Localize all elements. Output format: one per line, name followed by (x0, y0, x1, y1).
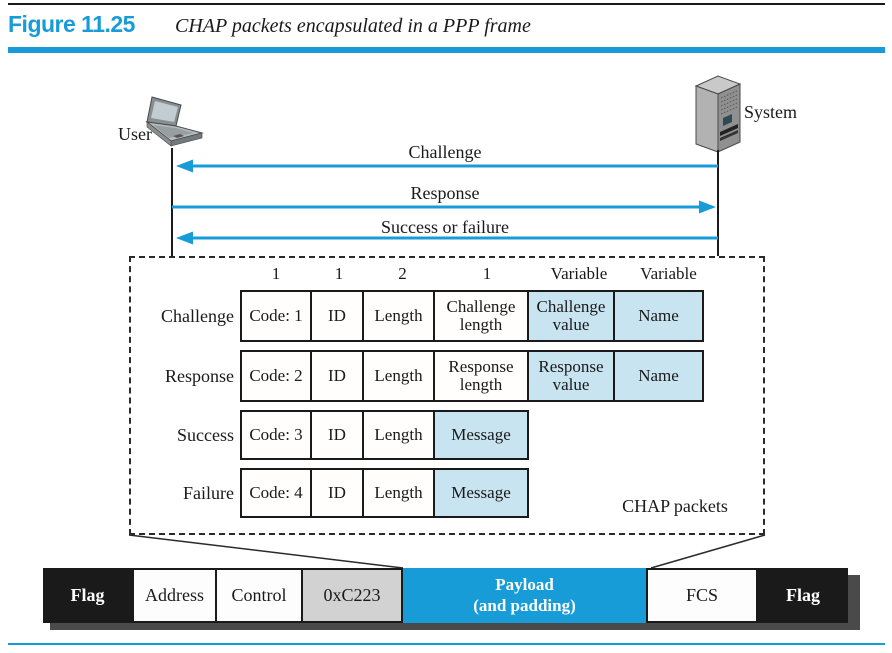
packet-row-response: Response Code: 2 ID Length Response leng… (134, 350, 704, 402)
packet-cell: Response length (433, 350, 529, 402)
challenge-arrowhead-icon (176, 159, 193, 173)
packet-cell: Length (362, 410, 435, 460)
packet-row-failure: Failure Code: 4 ID Length Message (134, 468, 529, 518)
frame-field-protocol: 0xC223 (301, 568, 403, 623)
size-header: 2 (398, 264, 407, 283)
packet-cell: Challenge length (433, 290, 529, 342)
packet-cell: Length (362, 468, 435, 518)
packet-cell: ID (310, 410, 364, 460)
payload-line2: (and padding) (473, 595, 576, 615)
success-failure-arrowhead-icon (176, 231, 193, 245)
system-label: System (744, 102, 798, 122)
figure-caption: CHAP packets encapsulated in a PPP frame (175, 15, 531, 37)
frame-field-payload: Payload (and padding) (403, 568, 646, 623)
packet-cell: Message (433, 468, 529, 518)
packet-cell: Length (362, 290, 435, 342)
response-message-label: Response (410, 183, 480, 203)
top-rule (8, 3, 885, 5)
laptop-icon (145, 96, 204, 147)
user-label: User (118, 124, 152, 144)
packet-cell: ID (310, 290, 364, 342)
server-tower-icon (694, 75, 742, 153)
size-header: Variable (640, 264, 697, 283)
frame-field-fcs: FCS (646, 568, 758, 623)
payload-connector-left (128, 534, 404, 569)
packet-cell: Response value (527, 350, 615, 402)
payload-connector-right (650, 534, 766, 569)
packet-row-label: Success (177, 424, 234, 445)
title-underline-bar (8, 47, 885, 53)
payload-line1: Payload (495, 575, 554, 595)
size-header: 1 (482, 264, 492, 283)
frame-field-flag-start: Flag (43, 568, 132, 623)
packet-cell: Code: 3 (240, 410, 312, 460)
chap-packets-caption: CHAP packets (622, 496, 728, 516)
packet-cell: Code: 1 (240, 290, 312, 342)
ppp-frame: Flag Address Control 0xC223 Payload (and… (43, 568, 852, 623)
packet-row-challenge: Challenge Code: 1 ID Length Challenge le… (134, 290, 704, 342)
field-size-header-row: 1 1 2 1 Variable Variable (240, 264, 714, 284)
size-header: Variable (550, 264, 608, 283)
packet-cell: Length (362, 350, 435, 402)
packet-cell: Challenge value (527, 290, 615, 342)
size-header: 1 (271, 264, 281, 283)
frame-field-address: Address (132, 568, 217, 623)
packet-cell: ID (310, 468, 364, 518)
chap-packets-dashed-box (129, 256, 765, 535)
frame-field-flag-end: Flag (758, 568, 848, 623)
packet-cell: Code: 2 (240, 350, 312, 402)
packet-cell: Code: 4 (240, 468, 312, 518)
packet-row-label: Challenge (161, 305, 234, 326)
frame-field-control: Control (215, 568, 303, 623)
success-failure-message-label: Success or failure (381, 217, 509, 237)
figure-number: Figure 11.25 (8, 11, 135, 37)
bottom-rule (8, 643, 885, 645)
packet-cell: Name (613, 290, 704, 342)
challenge-message-label: Challenge (408, 142, 482, 162)
packet-row-success: Success Code: 3 ID Length Message (134, 410, 529, 460)
packet-cell: Name (613, 350, 704, 402)
response-arrowhead-icon (699, 200, 716, 214)
packet-cell: Message (433, 410, 529, 460)
packet-cell: ID (310, 350, 364, 402)
size-header: 1 (334, 264, 344, 283)
packet-row-label: Response (165, 365, 234, 386)
packet-row-label: Failure (183, 482, 234, 503)
